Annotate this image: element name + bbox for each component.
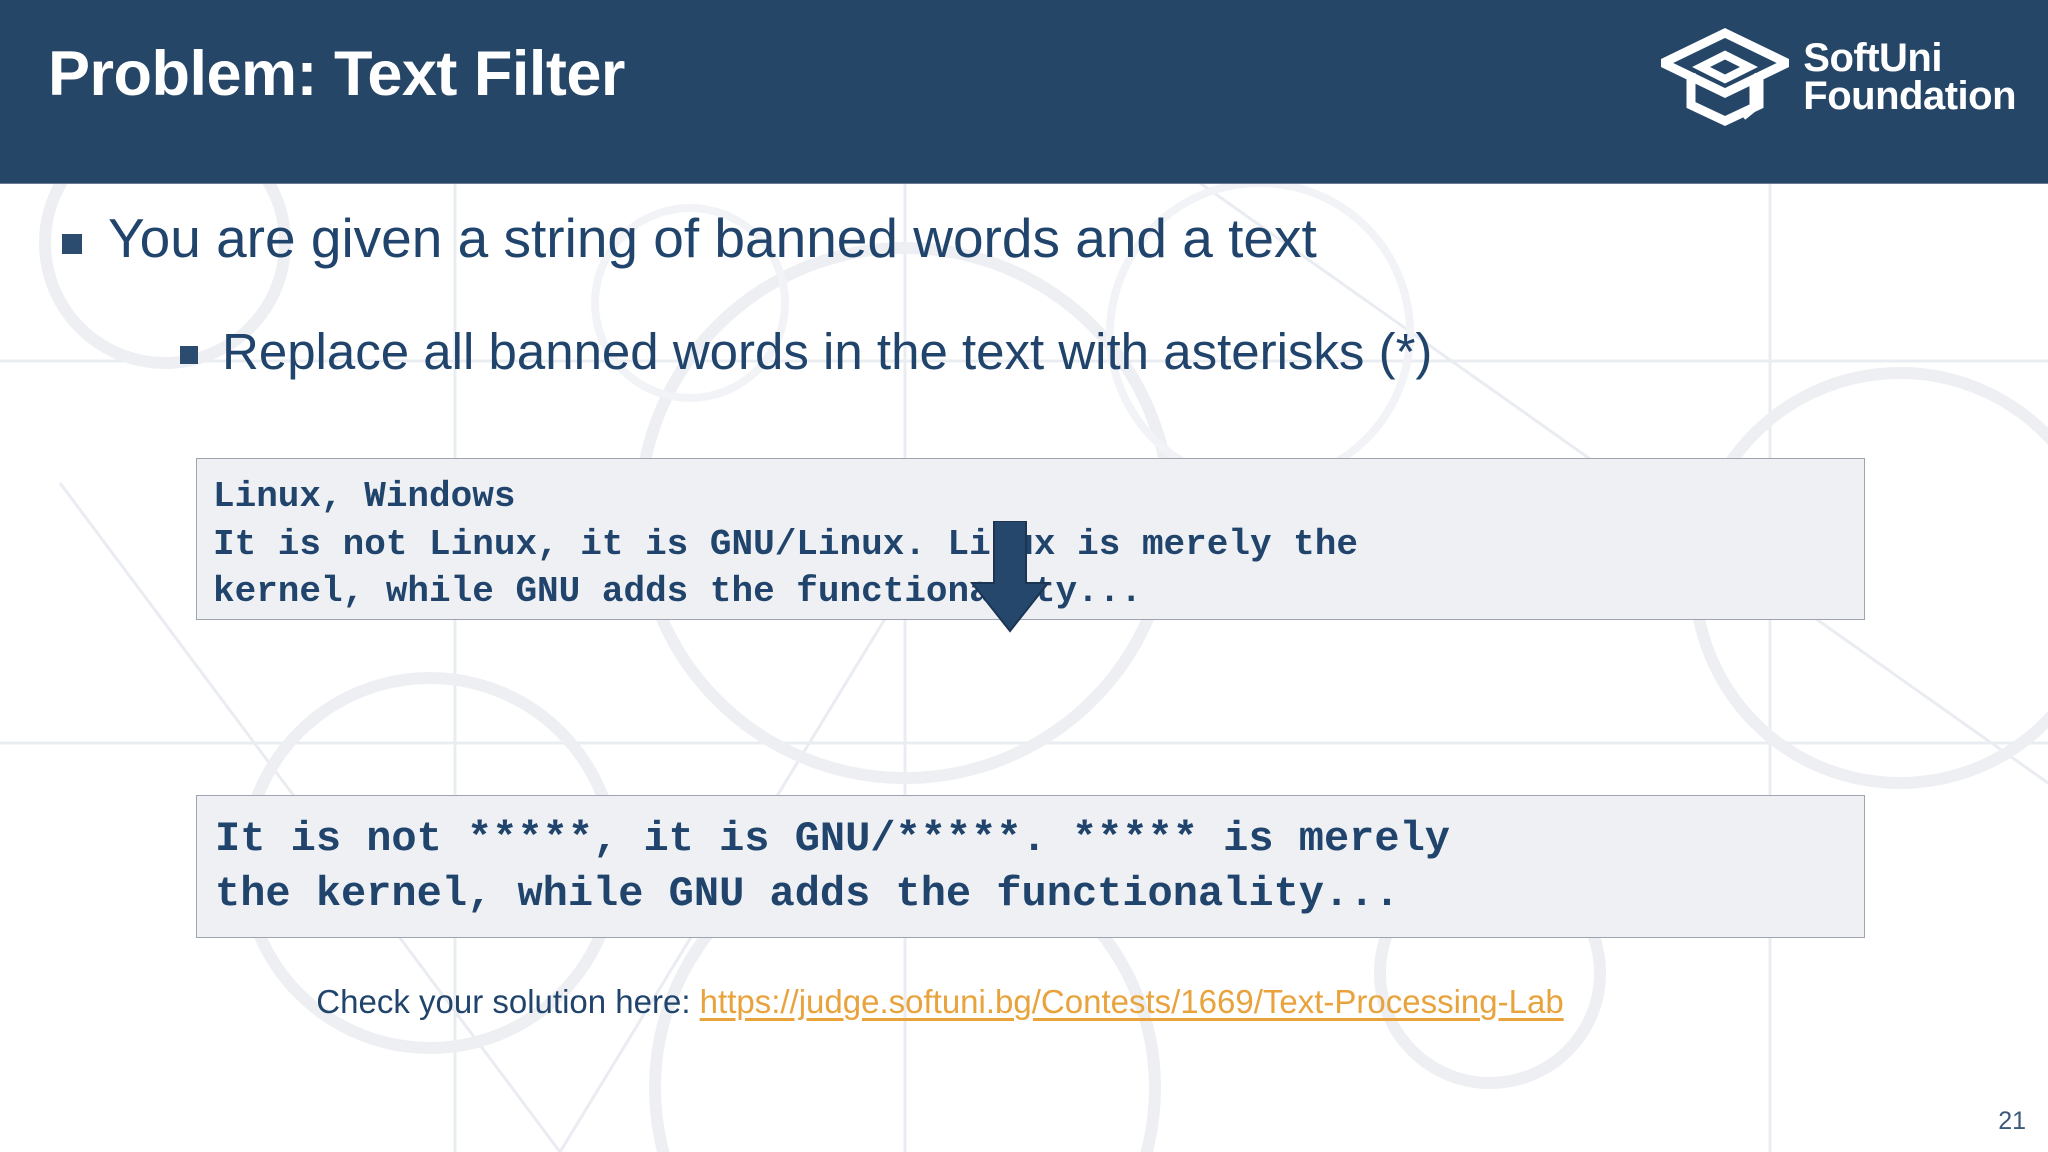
output-line-2: the kernel, while GNU adds the functiona… — [215, 870, 1400, 919]
logo-text-line2: Foundation — [1803, 74, 2016, 118]
output-line-1: It is not *****, it is GNU/*****. ***** … — [215, 815, 1451, 863]
slide-body: You are given a string of banned words a… — [0, 183, 2048, 1152]
check-solution-prefix: Check your solution here: — [316, 983, 700, 1020]
bullet-level2-text: Replace all banned words in the text wit… — [222, 323, 1433, 380]
judge-contest-link[interactable]: https://judge.softuni.bg/Contests/1669/T… — [699, 983, 1564, 1020]
input-line-1: Linux, Windows — [213, 476, 516, 517]
logo-text-line1: SoftUni — [1803, 35, 1942, 80]
bullet-level1-text: You are given a string of banned words a… — [108, 207, 1317, 269]
softuni-foundation-logo: SoftUni Foundation — [1661, 22, 2016, 132]
graduation-cap-icon — [1661, 28, 1790, 126]
bullet-item-level1: You are given a string of banned words a… — [62, 207, 1962, 270]
down-arrow-icon — [969, 521, 1051, 633]
output-example-box: It is not *****, it is GNU/*****. ***** … — [196, 795, 1865, 938]
check-solution-note: Check your solution here: https://judge.… — [0, 983, 1880, 1021]
bullet-item-level2: Replace all banned words in the text wit… — [180, 323, 1980, 380]
square-bullet-icon — [62, 234, 82, 254]
slide-header: Problem: Text Filter SoftUni Foundation — [0, 0, 2048, 183]
square-bullet-icon — [180, 346, 198, 364]
page-number: 21 — [1998, 1107, 2026, 1135]
page-title: Problem: Text Filter — [48, 39, 625, 109]
